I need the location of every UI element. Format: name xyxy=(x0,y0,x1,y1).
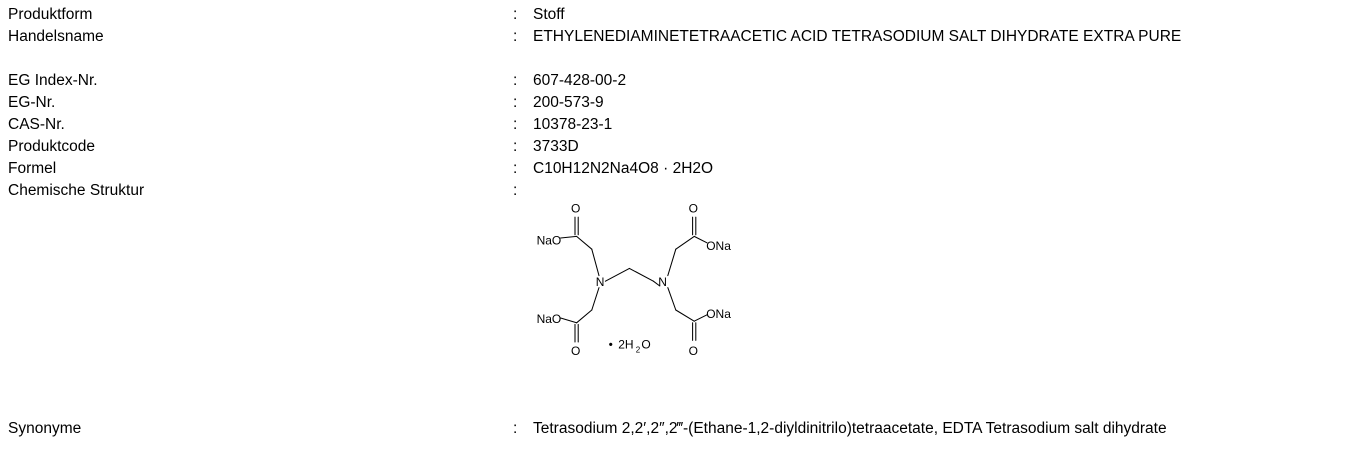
field-colon: : xyxy=(513,160,518,177)
field-colon: : xyxy=(513,138,518,155)
field-colon: : xyxy=(513,116,518,133)
field-value: Stoff xyxy=(533,6,565,23)
hydrate-coefficient: 2H xyxy=(618,337,633,351)
group-ona-bottom-right: ONa xyxy=(706,307,731,321)
field-label: Handelsname xyxy=(8,28,104,45)
field-colon: : xyxy=(513,94,518,111)
bond-ch2-c-upper-left xyxy=(576,235,593,250)
atom-n-right: N xyxy=(658,275,667,289)
hydrate-oxygen: O xyxy=(641,337,650,351)
atom-o-bottom-right: O xyxy=(689,344,698,358)
field-value: 3733D xyxy=(533,138,579,155)
atom-o-top-right: O xyxy=(689,201,698,215)
field-label: CAS-Nr. xyxy=(8,116,65,133)
hydrate-dot: • xyxy=(609,337,613,351)
group-nao-top-left: NaO xyxy=(537,233,562,247)
field-label: Chemische Struktur xyxy=(8,182,145,199)
bond-n-right-ch2-lower xyxy=(667,287,677,311)
field-colon: : xyxy=(513,28,518,45)
field-label: EG-Nr. xyxy=(8,94,56,111)
bond-c-o-lower-right xyxy=(693,314,708,322)
atom-n-left: N xyxy=(596,275,605,289)
group-nao-bottom-left: NaO xyxy=(537,312,562,326)
group-ona-top-right: ONa xyxy=(706,239,731,253)
bond-bridge-center xyxy=(628,267,654,282)
bond-bridge-n-right xyxy=(652,280,661,287)
bond-ch2-c-upper-right xyxy=(675,235,695,250)
field-value: 10378-23-1 xyxy=(533,116,613,133)
field-colon: : xyxy=(513,72,518,89)
bond-n-left-ch2-lower xyxy=(591,287,600,311)
bond-n-right-ch2-upper xyxy=(667,248,677,277)
field-value: 607-428-00-2 xyxy=(533,72,627,89)
field-label: Synonyme xyxy=(8,420,82,437)
field-value: C10H12N2Na4O8 · 2H2O xyxy=(533,160,714,177)
bond-n-left-bridge xyxy=(604,267,630,282)
field-value: ETHYLENEDIAMINETETRAACETIC ACID TETRASOD… xyxy=(533,28,1182,45)
bond-n-left-ch2-upper xyxy=(591,248,600,277)
field-colon: : xyxy=(513,6,518,23)
bond-ch2-c-lower-right xyxy=(675,309,695,322)
bond-c-o-upper-right xyxy=(693,235,708,244)
field-label: Formel xyxy=(8,160,57,177)
field-value: 200-573-9 xyxy=(533,94,604,111)
bond-c-o-lower-left xyxy=(560,317,578,324)
bond-c-o-upper-left xyxy=(560,235,578,239)
atom-o-bottom-left: O xyxy=(571,344,580,358)
bond-ch2-c-lower-left xyxy=(576,309,593,324)
atom-o-top-left: O xyxy=(571,201,580,215)
field-label: Produktform xyxy=(8,6,93,23)
field-value: Tetrasodium 2,2′,2″,2‴-(Ethane-1,2-diyld… xyxy=(533,420,1167,437)
field-colon: : xyxy=(513,182,518,199)
hydrate-subscript: 2 xyxy=(636,345,641,354)
field-label: EG Index-Nr. xyxy=(8,72,98,89)
field-label: Produktcode xyxy=(8,138,96,155)
field-colon: : xyxy=(513,420,518,437)
